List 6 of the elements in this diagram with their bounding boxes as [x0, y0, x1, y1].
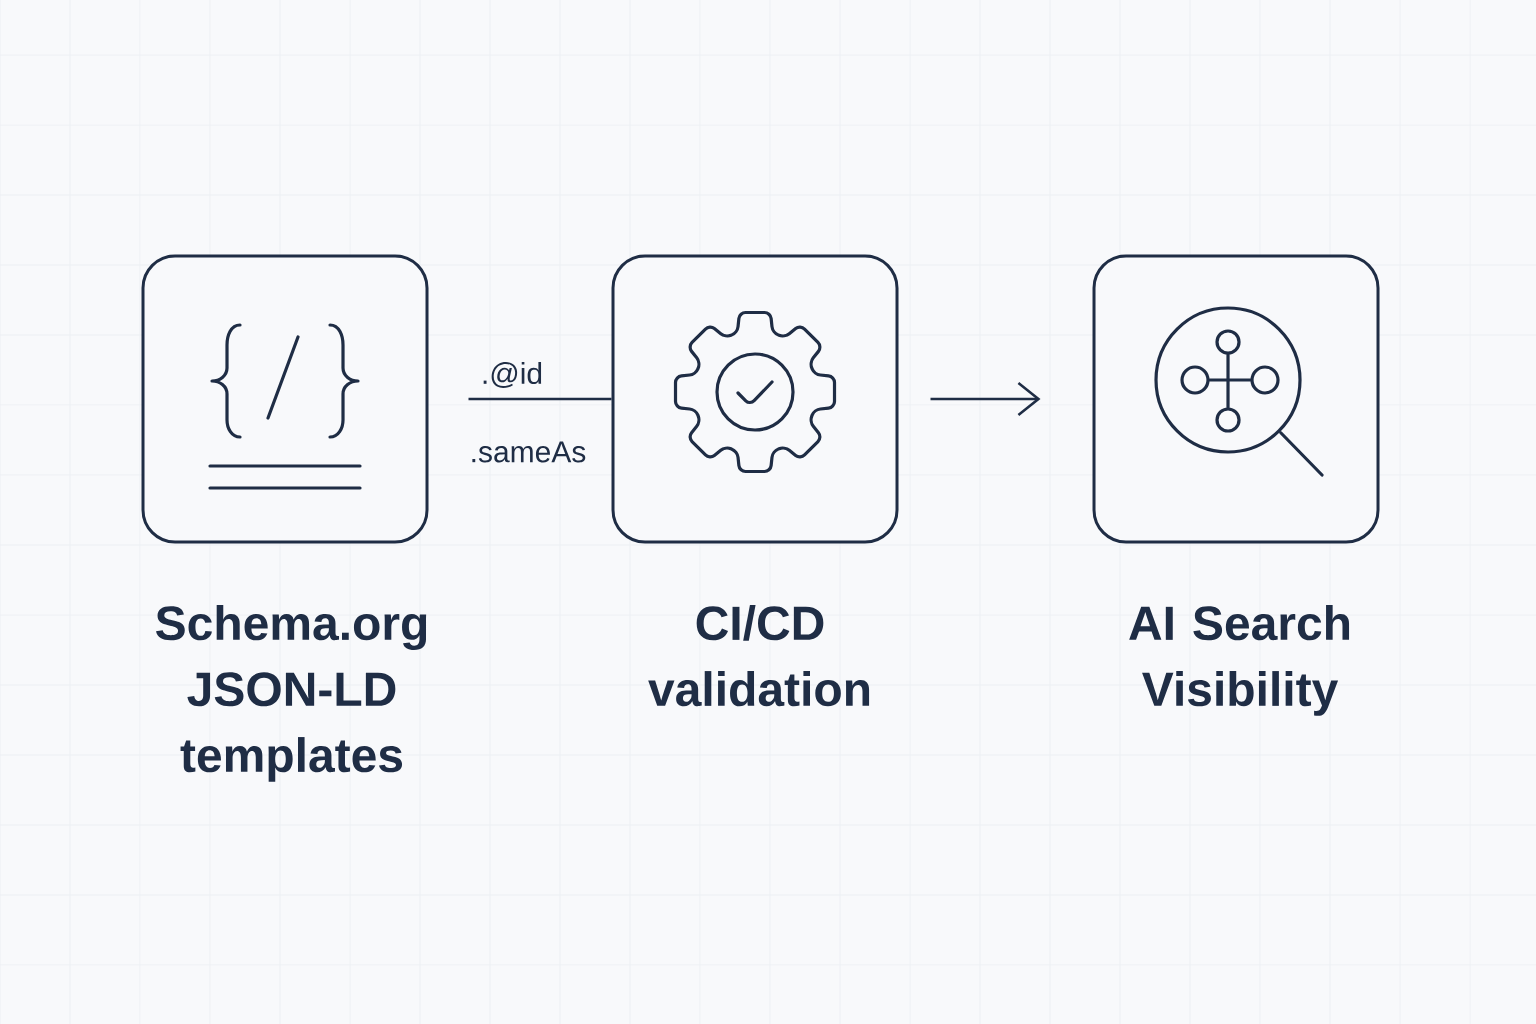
- line-label: .sameAs: [472, 441, 586, 463]
- node-label: Schema.org JSON-LD templates: [156, 605, 427, 782]
- connector-arrow: [930, 382, 1041, 417]
- node-label: CI/CD validation: [648, 605, 870, 707]
- edge-label: .@id: [483, 362, 542, 388]
- node-label: AI Search Visibility: [1129, 605, 1350, 716]
